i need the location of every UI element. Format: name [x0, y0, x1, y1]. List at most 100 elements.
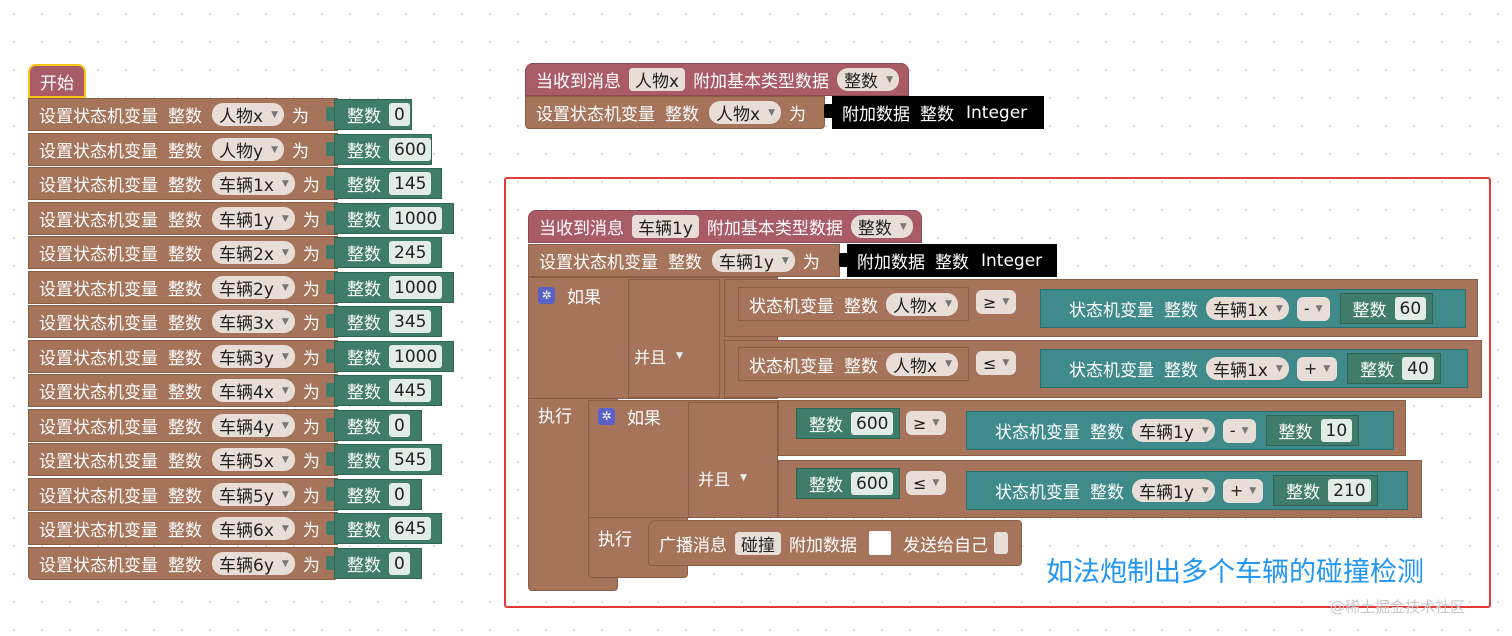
var-dropdown[interactable]: 车辆2y▼: [212, 276, 295, 300]
var-dropdown[interactable]: 人物x▼: [886, 292, 958, 317]
start-hat-block[interactable]: 开始: [28, 64, 86, 98]
handler2-set-block[interactable]: 设置状态机变量 整数 车辆1y▼ 为: [528, 244, 840, 277]
num-value[interactable]: 445: [389, 379, 432, 402]
handler1-set-block[interactable]: 设置状态机变量 整数 人物x▼ 为: [525, 96, 825, 129]
and-dropdown[interactable]: 并且▼: [698, 466, 747, 490]
var-dropdown[interactable]: 车辆1y▼: [712, 249, 795, 273]
msg-name-field[interactable]: 车辆1y: [632, 215, 699, 239]
var-dropdown[interactable]: 人物x▼: [709, 101, 781, 125]
var-dropdown[interactable]: 车辆1y▼: [1132, 419, 1215, 443]
set-variable-block[interactable]: 设置状态机变量整数人物x▼为: [28, 98, 338, 131]
set-variable-block[interactable]: 设置状态机变量整数车辆2y▼为: [28, 271, 338, 304]
num-value[interactable]: 600: [851, 412, 894, 435]
num-value[interactable]: 60: [1394, 297, 1427, 320]
cond3-op[interactable]: ≥▼: [906, 411, 947, 435]
num-value[interactable]: 0: [389, 483, 410, 506]
var-dropdown[interactable]: 车辆1y▼: [1132, 479, 1215, 503]
var-dropdown[interactable]: 车辆3x▼: [212, 310, 295, 334]
num-value[interactable]: 40: [1402, 357, 1434, 380]
num-value[interactable]: 10: [1320, 419, 1353, 442]
num-value[interactable]: 600: [851, 472, 894, 495]
set-variable-block[interactable]: 设置状态机变量整数车辆1y▼为: [28, 202, 338, 235]
set-variable-block[interactable]: 设置状态机变量整数车辆3y▼为: [28, 340, 338, 373]
handler1-data-block[interactable]: 附加数据 整数 Integer: [832, 96, 1044, 129]
num-value[interactable]: 545: [389, 448, 432, 471]
set-variable-block[interactable]: 设置状态机变量整数车辆4x▼为: [28, 374, 338, 407]
var-dropdown[interactable]: 车辆1x▼: [1206, 297, 1289, 321]
set-variable-block[interactable]: 设置状态机变量整数车辆6y▼为: [28, 547, 338, 580]
set-variable-block[interactable]: 设置状态机变量整数车辆5x▼为: [28, 443, 338, 476]
num-value[interactable]: 1000: [389, 207, 443, 230]
arith-op-dropdown[interactable]: -▼: [1296, 296, 1330, 321]
var-dropdown[interactable]: 人物x▼: [212, 103, 284, 127]
type-dropdown[interactable]: 整数▼: [850, 215, 913, 239]
num-value[interactable]: 1000: [389, 345, 443, 368]
cond1-lhs-var[interactable]: 状态机变量 整数 人物x▼: [738, 287, 969, 321]
var-dropdown[interactable]: 车辆1y▼: [212, 207, 295, 231]
outer-and-block[interactable]: [628, 279, 720, 398]
inner-and-block[interactable]: [688, 402, 778, 518]
num-value[interactable]: 0: [389, 414, 410, 437]
set-variable-block[interactable]: 设置状态机变量整数车辆5y▼为: [28, 478, 338, 511]
var-dropdown[interactable]: 车辆5x▼: [212, 448, 295, 472]
set-variable-block[interactable]: 设置状态机变量整数车辆3x▼为: [28, 305, 338, 338]
set-variable-block[interactable]: 设置状态机变量整数车辆4y▼为: [28, 409, 338, 442]
op-dropdown[interactable]: ≥▼: [976, 290, 1017, 314]
var-dropdown[interactable]: 车辆6x▼: [212, 517, 295, 541]
set-variable-block[interactable]: 设置状态机变量整数车辆1x▼为: [28, 167, 338, 200]
num-value[interactable]: 0: [389, 552, 410, 575]
arith-op-dropdown[interactable]: +▼: [1222, 478, 1264, 503]
var-dropdown[interactable]: 车辆6y▼: [212, 552, 295, 576]
msg-name-field[interactable]: 人物x: [629, 68, 686, 92]
empty-data-slot[interactable]: [869, 531, 891, 555]
gear-icon[interactable]: ✲: [598, 407, 615, 425]
set-variable-block[interactable]: 设置状态机变量整数人物y▼为: [28, 133, 338, 166]
num-value[interactable]: 210: [1328, 479, 1371, 502]
handler1-hat-block[interactable]: 当收到消息 人物x 附加基本类型数据 整数▼: [525, 63, 909, 96]
var-dropdown[interactable]: 车辆3y▼: [212, 345, 295, 369]
broadcast-msg-field[interactable]: 碰撞: [735, 531, 781, 556]
num-value[interactable]: 145: [389, 172, 432, 195]
var-dropdown[interactable]: 车辆1x▼: [1206, 357, 1289, 381]
and-dropdown[interactable]: 并且▼: [634, 344, 683, 368]
num-value[interactable]: 0: [389, 103, 410, 126]
cond4-op[interactable]: ≤▼: [906, 471, 947, 495]
num-value[interactable]: 600: [389, 138, 432, 161]
op-dropdown[interactable]: ≥▼: [906, 411, 947, 435]
set-variable-block[interactable]: 设置状态机变量整数车辆6x▼为: [28, 512, 338, 545]
var-dropdown[interactable]: 车辆5y▼: [212, 483, 295, 507]
num-value[interactable]: 345: [389, 310, 432, 333]
num-value[interactable]: 1000: [389, 276, 443, 299]
op-dropdown[interactable]: ≤▼: [906, 471, 947, 495]
handler2-hat-block[interactable]: 当收到消息 车辆1y 附加基本类型数据 整数▼: [528, 210, 922, 243]
cond2-op[interactable]: ≤▼: [976, 351, 1017, 375]
var-dropdown[interactable]: 车辆2x▼: [212, 241, 295, 265]
broadcast-block[interactable]: 广播消息 碰撞 附加数据 发送给自己: [648, 520, 1022, 566]
type-dropdown[interactable]: 整数▼: [837, 68, 899, 92]
arith-op-dropdown[interactable]: +▼: [1296, 356, 1338, 381]
var-dropdown[interactable]: 人物y▼: [212, 138, 284, 162]
arith-op-dropdown[interactable]: -▼: [1222, 418, 1256, 443]
cond2-lhs-var[interactable]: 状态机变量 整数 人物x▼: [738, 347, 969, 381]
